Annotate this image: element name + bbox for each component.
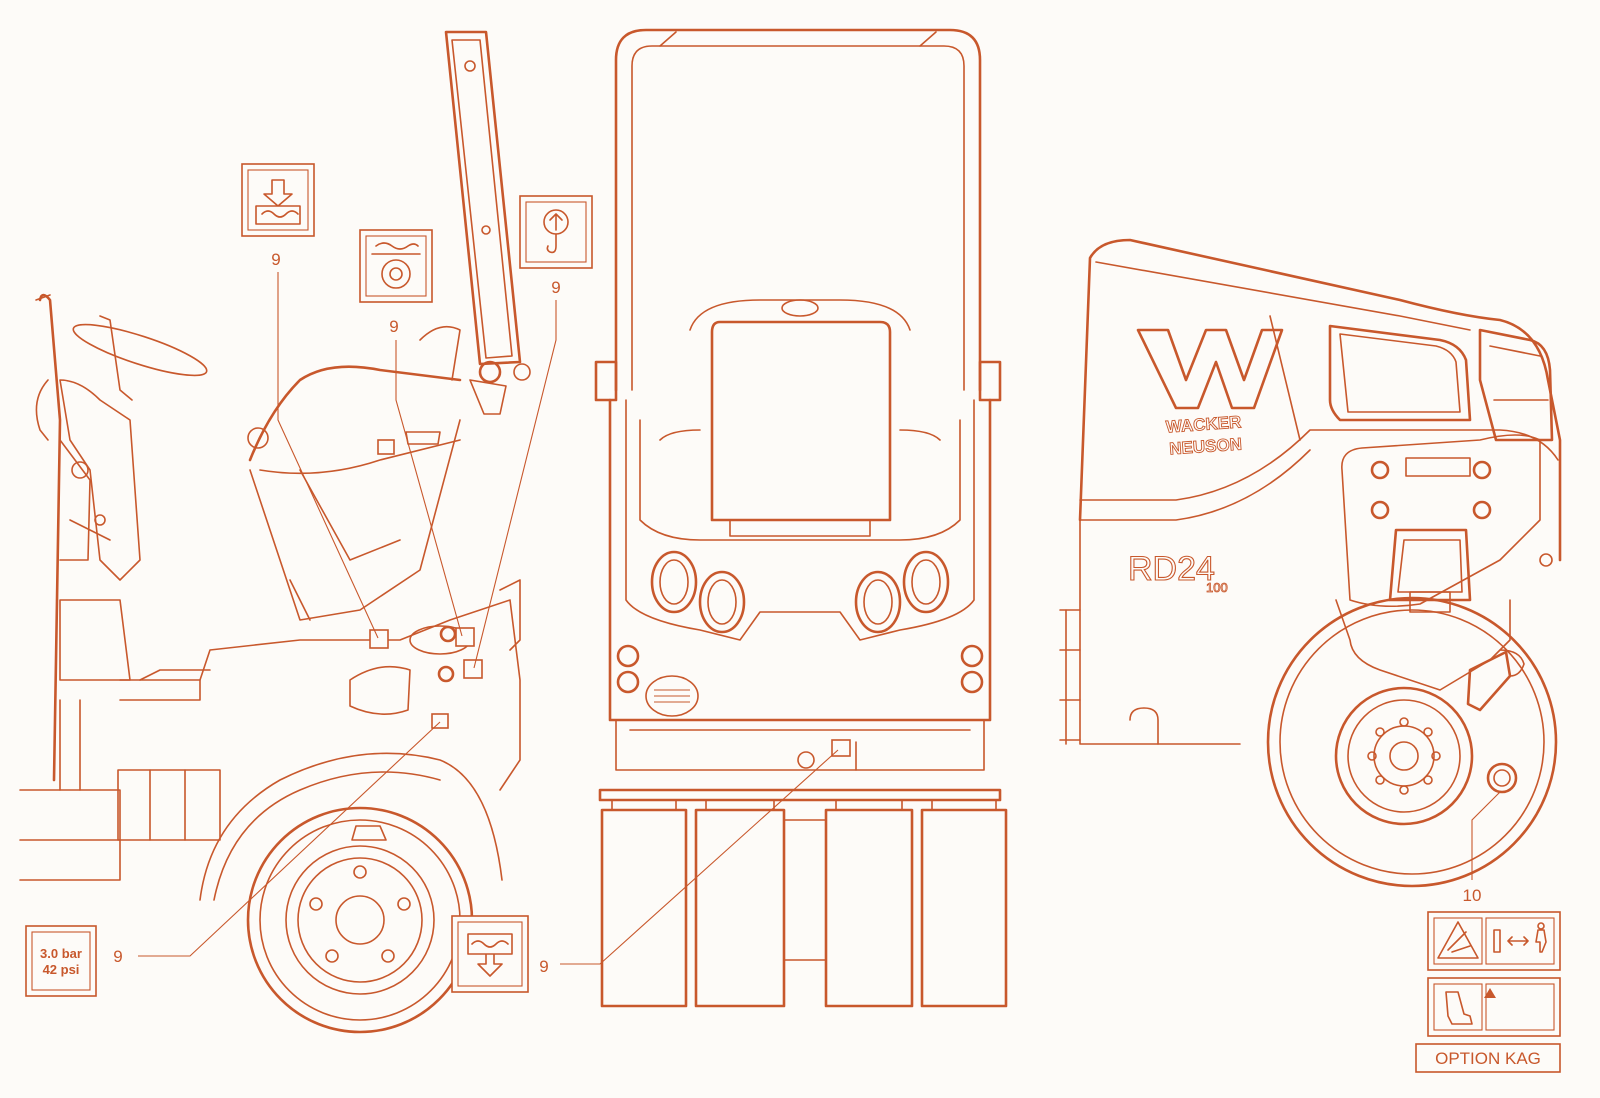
fuel-drain-icon (467, 933, 513, 977)
callout-number-2: 9 (389, 317, 398, 336)
brand-line-1: WACKER (1165, 412, 1242, 436)
option-label-box: OPTION KAG (1415, 1043, 1561, 1073)
model-subname: 100 (1206, 580, 1228, 595)
brand-logo: WACKER NEUSON RD24 100 (1127, 328, 1284, 595)
decal-hydraulic-fill (241, 163, 315, 237)
decal-engine-fan (359, 229, 433, 303)
decal-pedal (1427, 977, 1561, 1037)
rops-bar-left (444, 30, 531, 415)
hydraulic-fill-icon (255, 179, 301, 225)
decal-tire-pressure: 3.0 bar 42 psi (25, 925, 97, 997)
engine-hood (1078, 238, 1562, 562)
crush-hazard-icon (1437, 921, 1479, 959)
callout-number-1: 9 (271, 250, 280, 269)
drum-right (1266, 553, 1558, 888)
leader-line-right (1471, 791, 1501, 880)
body-shell-left (19, 579, 521, 881)
decal-marker-engine (377, 439, 395, 455)
steering-assembly (35, 293, 208, 782)
rops-hoop (614, 28, 982, 392)
decal-marker-hook (455, 627, 475, 647)
tire-pressure-bar: 3.0 bar (40, 946, 82, 961)
rear-panel (608, 398, 992, 771)
decal-lifting-hook (519, 195, 593, 269)
decal-marker-pressure (431, 713, 449, 729)
operator-distance-icon (1493, 929, 1547, 953)
seat-center (639, 299, 961, 541)
seat-frame-left (247, 325, 462, 621)
warning-triangle-icon (1484, 988, 1496, 998)
callout-number-4: 9 (113, 947, 122, 966)
front-drum-left (199, 752, 503, 1034)
engine-fan-icon (371, 242, 421, 255)
wacker-logo-w (1136, 328, 1284, 410)
decal-marker-hydraulic (369, 629, 389, 649)
callout-number-3: 9 (551, 278, 560, 297)
pedal-icon (1445, 991, 1473, 1025)
rear-drums (598, 788, 1008, 1008)
callout-number-6: 10 (1463, 886, 1482, 905)
decal-crush-hazard (1427, 911, 1561, 971)
callout-number-5: 9 (539, 957, 548, 976)
model-name: RD24 (1128, 550, 1215, 588)
option-label: OPTION KAG (1435, 1049, 1541, 1068)
right-side-view: WACKER NEUSON RD24 100 (1059, 238, 1562, 888)
brand-line-2: NEUSON (1169, 434, 1243, 458)
decal-fuel-drain (451, 915, 529, 993)
tire-pressure-psi: 42 psi (43, 962, 80, 977)
leader-lines-left (138, 272, 557, 957)
center-rear-view (594, 28, 1008, 1008)
decal-marker-fuel (463, 659, 483, 679)
left-side-view (19, 30, 531, 1034)
body-side-right (1059, 434, 1541, 745)
leader-line-center (560, 749, 839, 965)
